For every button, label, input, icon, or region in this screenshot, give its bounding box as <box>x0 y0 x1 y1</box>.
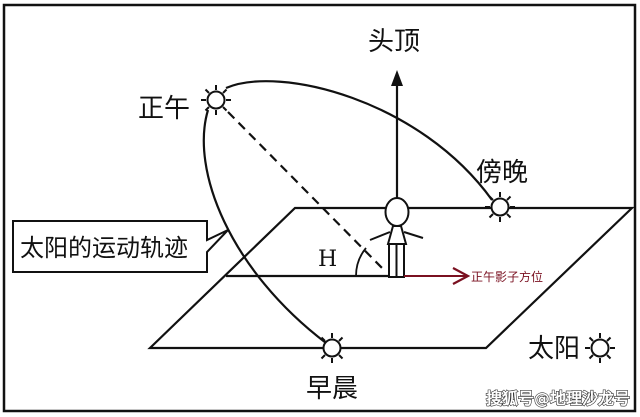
zenith-label: 头顶 <box>368 27 420 57</box>
sun-ray-dashed <box>227 111 387 273</box>
angle-label: H <box>318 247 337 272</box>
shadow-direction-label: 正午影子方位 <box>471 269 543 284</box>
zenith-arrowhead <box>391 70 403 86</box>
shadow-arrowhead <box>452 267 471 285</box>
noon-label: 正午 <box>138 94 190 124</box>
sun-trajectory-upper <box>225 80 493 201</box>
sun-legend-icon <box>584 332 616 364</box>
ground-plane <box>147 206 635 350</box>
sun-legend-label: 太阳 <box>528 334 580 364</box>
sun-trajectory-lower <box>202 109 327 344</box>
morning-sun-icon <box>316 332 348 364</box>
frame-border <box>2 3 637 413</box>
evening-label: 傍晚 <box>476 158 528 188</box>
trajectory-callout: 太阳的运动轨迹 <box>12 220 229 273</box>
evening-sun-icon <box>484 191 516 223</box>
trajectory-callout-label: 太阳的运动轨迹 <box>20 234 188 262</box>
noon-sun-icon <box>200 84 232 116</box>
altitude-angle-arc <box>355 247 367 277</box>
morning-label: 早晨 <box>306 374 358 404</box>
person-figure <box>369 197 424 278</box>
watermark: 搜狐号@地理沙龙号 <box>486 389 630 408</box>
